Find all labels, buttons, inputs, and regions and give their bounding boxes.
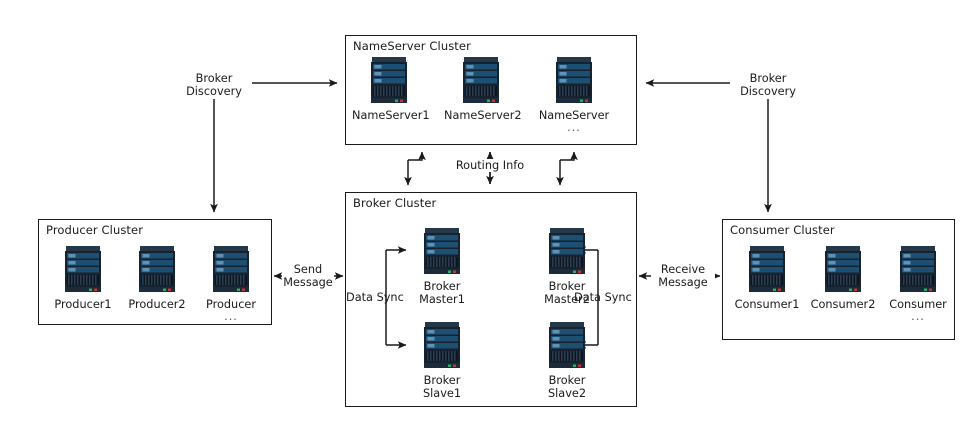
edge-label-line1: Data Sync: [346, 291, 404, 304]
node-producer-more[interactable]: Producer ...: [194, 246, 268, 322]
edge-label-broker-discovery-left: Broker Discovery: [176, 72, 252, 99]
edge-label-line1: Routing Info: [455, 159, 525, 172]
server-rack-icon: [424, 228, 460, 275]
edge-label-data-sync-left: Data Sync: [346, 291, 412, 304]
node-label: Consumer2: [810, 298, 876, 311]
cluster-box-producer[interactable]: [38, 219, 272, 325]
edge-label-line1: Send: [293, 263, 323, 276]
server-rack-icon: [424, 322, 460, 369]
edge-label-line2: Message: [658, 276, 708, 290]
node-producer1[interactable]: Producer1: [46, 246, 120, 311]
node-ellipsis: ...: [911, 310, 925, 324]
edge-label-line1: Broker: [195, 72, 233, 85]
node-ellipsis: ...: [224, 310, 238, 324]
cluster-title-consumer: Consumer Cluster: [730, 223, 835, 237]
node-label-2: Master1: [419, 293, 465, 307]
node-label: Broker: [423, 280, 461, 293]
server-rack-icon: [549, 228, 585, 275]
edge-label-line1: Receive: [660, 263, 706, 276]
node-label: Broker: [548, 280, 586, 293]
edge-label-line1: Data Sync: [574, 291, 632, 304]
node-label: Producer1: [54, 298, 112, 311]
node-nameserver2[interactable]: NameServer2: [444, 57, 522, 122]
node-label: Producer: [205, 298, 257, 311]
server-rack-icon: [139, 246, 175, 293]
node-label: NameServer: [538, 109, 610, 122]
edge-label-line2: Message: [283, 276, 333, 290]
edge-label-line2: Discovery: [740, 85, 796, 99]
server-rack-icon: [749, 246, 785, 293]
server-rack-icon: [549, 322, 585, 369]
server-rack-icon: [65, 246, 101, 293]
node-label: Consumer1: [734, 298, 800, 311]
node-label: NameServer2: [444, 109, 522, 122]
node-broker-slave2[interactable]: Broker Slave2: [530, 322, 604, 400]
cluster-title-broker: Broker Cluster: [353, 196, 437, 210]
edge-label-line2: Discovery: [186, 85, 242, 99]
node-label-2: Slave1: [422, 387, 462, 401]
node-broker-master1[interactable]: Broker Master1: [405, 228, 479, 306]
node-ellipsis: ...: [567, 121, 581, 135]
server-rack-icon: [213, 246, 249, 293]
node-producer2[interactable]: Producer2: [120, 246, 194, 311]
server-rack-icon: [371, 57, 407, 104]
node-label-2: Master2: [544, 293, 590, 307]
edge-label-receive-message: Receive Message: [651, 263, 715, 290]
edge-routing-left-elbow: [408, 153, 423, 161]
node-nameserver-more[interactable]: NameServer ...: [537, 57, 611, 133]
node-consumer1[interactable]: Consumer1: [730, 246, 804, 311]
cluster-title-producer: Producer Cluster: [46, 223, 144, 237]
edge-label-data-sync-right: Data Sync: [574, 291, 640, 304]
edge-label-send-message: Send Message: [282, 263, 334, 290]
cluster-box-broker[interactable]: [345, 192, 637, 407]
node-label: Producer2: [128, 298, 186, 311]
node-broker-slave1[interactable]: Broker Slave1: [405, 322, 479, 400]
node-consumer2[interactable]: Consumer2: [806, 246, 880, 311]
node-label: Consumer: [889, 298, 947, 311]
cluster-title-nameserver: NameServer Cluster: [353, 39, 471, 53]
cluster-box-consumer[interactable]: [722, 219, 955, 340]
edge-label-line1: Broker: [749, 72, 787, 85]
edge-label-routing-info: Routing Info: [450, 159, 530, 173]
server-rack-icon: [900, 246, 936, 293]
node-nameserver1[interactable]: NameServer1: [352, 57, 430, 122]
server-rack-icon: [556, 57, 592, 104]
cluster-box-nameserver[interactable]: [345, 35, 637, 145]
server-rack-icon: [825, 246, 861, 293]
node-broker-master2[interactable]: Broker Master2: [530, 228, 604, 306]
edge-label-broker-discovery-right: Broker Discovery: [730, 72, 806, 99]
server-rack-icon: [463, 57, 499, 104]
node-label: NameServer1: [352, 109, 430, 122]
edge-routing-right-elbow: [560, 153, 575, 161]
node-label: Broker: [423, 374, 461, 387]
node-label: Broker: [548, 374, 586, 387]
node-label-2: Slave2: [547, 387, 587, 401]
node-consumer-more[interactable]: Consumer ...: [881, 246, 955, 322]
